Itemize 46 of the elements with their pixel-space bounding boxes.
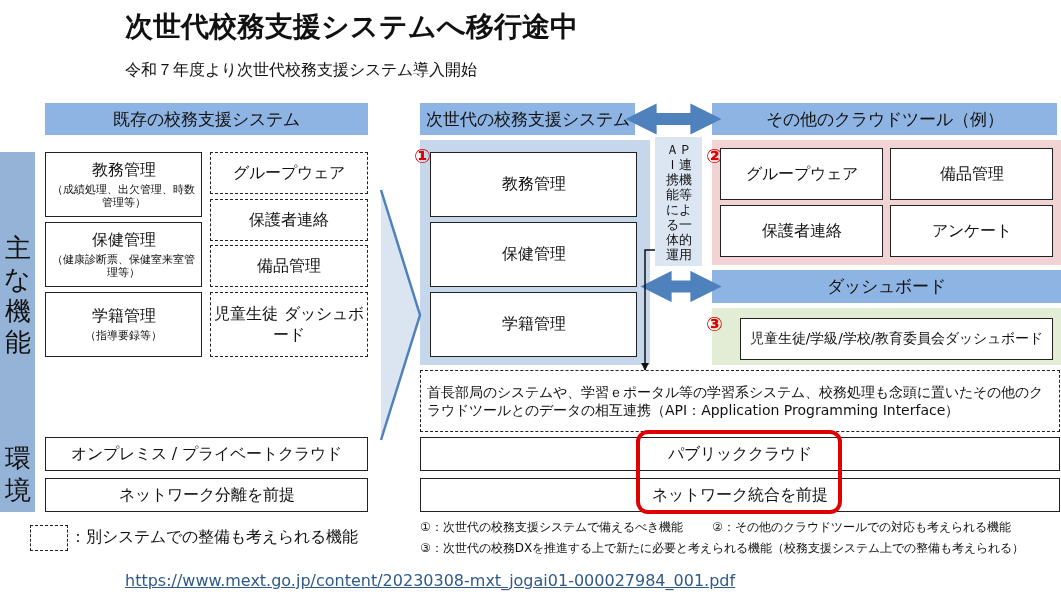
function-name: 学籍管理 bbox=[91, 306, 156, 328]
section-header: ダッシュボード bbox=[712, 270, 1061, 303]
dashed-function-box: グループウェア bbox=[210, 152, 368, 194]
double-arrow bbox=[640, 270, 722, 303]
dashed-note-box: 首長部局のシステムや、学習ｅポータル等の学習系システム、校務処理も念頭に置いたその他のクラウドツールとのデータの相互連携（API：Application Programming Interface） bbox=[420, 370, 1060, 432]
function-box: 学籍管理 bbox=[430, 292, 637, 357]
function-details: （健康診断票、保健室来室管理等） bbox=[51, 252, 196, 280]
function-box: 保護者連絡 bbox=[720, 205, 883, 257]
footnote: ③：次世代の校務DXを推進する上で新たに必要と考えられる機能（校務支援システム上での整備も考えられる） bbox=[420, 540, 1025, 557]
environment-box: パブリッククラウド bbox=[420, 437, 1060, 471]
api-column: ＡＰＩ連携機能等による一体的運用 bbox=[655, 137, 702, 266]
slide-title: 次世代校務支援システムへ移行途中 bbox=[125, 9, 578, 45]
function-details: （指導要録等） bbox=[84, 329, 163, 343]
side-band: 主な機能 bbox=[0, 152, 35, 439]
section-header: 既存の校務支援システム bbox=[45, 103, 368, 135]
environment-box: ネットワーク統合を前提 bbox=[420, 478, 1060, 512]
side-band: 環境 bbox=[0, 437, 35, 512]
function-box: グループウェア bbox=[720, 148, 883, 200]
dashed-function-box: 備品管理 bbox=[210, 245, 368, 287]
function-box: 備品管理 bbox=[890, 148, 1053, 200]
function-box: 保健管理 bbox=[430, 222, 637, 287]
subtitle: 令和７年度より次世代校務支援システム導入開始 bbox=[125, 60, 477, 81]
function-name: 教務管理 bbox=[91, 159, 156, 181]
section-header: その他のクラウドツール（例） bbox=[712, 103, 1057, 135]
function-box: 児童生徒/学級/学校/教育委員会ダッシュボード bbox=[740, 318, 1053, 360]
double-arrow bbox=[625, 103, 722, 135]
legend-text: ：別システムでの整備も考えられる機能 bbox=[70, 527, 358, 548]
function-box bbox=[45, 292, 202, 357]
environment-box: オンプレミス / プライベートクラウド bbox=[45, 437, 368, 471]
source-link: https://www.mext.go.jp/content/20230308-mxt_jogai01-000027984_001.pdf bbox=[125, 571, 736, 590]
footnote: ②：その他のクラウドツールでの対応も考えられる機能 bbox=[712, 519, 1011, 536]
dashed-function-box: 保護者連絡 bbox=[210, 199, 368, 241]
environment-box: ネットワーク分離を前提 bbox=[45, 478, 368, 512]
circled-number: ③ bbox=[706, 312, 723, 336]
chevron-arrow bbox=[379, 188, 422, 442]
function-box bbox=[45, 152, 202, 217]
function-box: 教務管理 bbox=[430, 152, 637, 217]
function-details: （成績処理、出欠管理、時数管理等） bbox=[51, 182, 196, 210]
function-box: アンケート bbox=[890, 205, 1053, 257]
section-header: 次世代の校務支援システム bbox=[420, 103, 635, 135]
circled-number: ① bbox=[414, 144, 431, 168]
dashed-function-box: 児童生徒 ダッシュボード bbox=[210, 292, 368, 357]
function-name: 保健管理 bbox=[91, 229, 156, 251]
arrow bbox=[641, 249, 656, 371]
footnote: ①：次世代の校務支援システムで備えるべき機能 bbox=[420, 519, 683, 536]
function-box bbox=[45, 222, 202, 287]
